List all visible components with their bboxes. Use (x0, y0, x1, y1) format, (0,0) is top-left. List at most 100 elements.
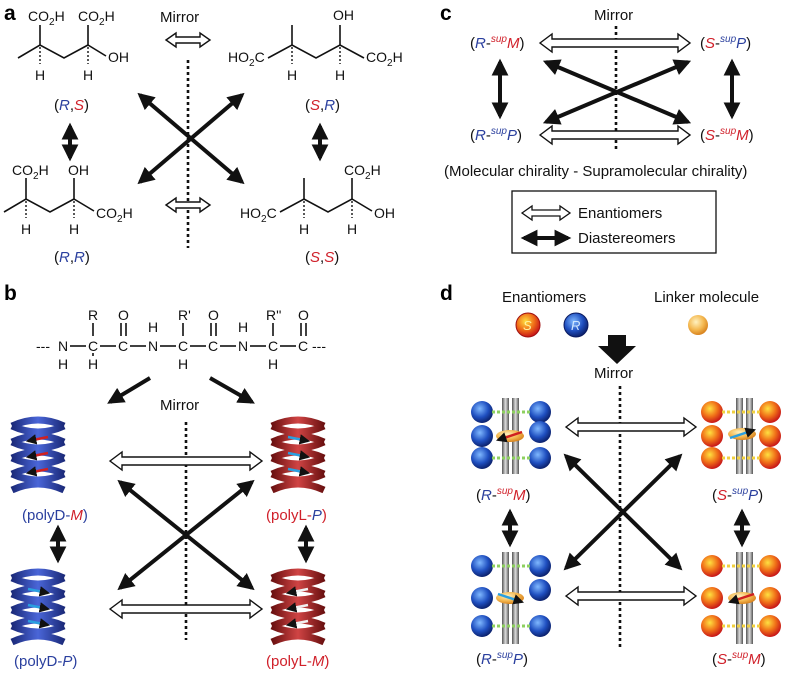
svg-text:C: C (268, 338, 278, 354)
enantiomer-arrow-b-bottom (108, 598, 264, 620)
label-c-RP: (R-supP) (470, 126, 522, 144)
svg-text:CO2H: CO2H (12, 162, 49, 182)
legend-ball-S: S (515, 312, 541, 338)
assembly-R-P (471, 552, 551, 644)
svg-text:H: H (299, 221, 309, 237)
label-c-SM: (S-supM) (700, 126, 754, 144)
linker-header-d: Linker molecule (654, 289, 759, 306)
label-d-RM: (R-supM) (476, 486, 530, 504)
enantiomer-arrow-c-bottom (538, 124, 692, 146)
label-c-SP: (S-supP) (700, 34, 751, 52)
legend-ball-R: R (563, 312, 589, 338)
diastereomer-arrow-c-2 (542, 59, 692, 125)
arrow-backbone-left (107, 376, 152, 404)
svg-text:O: O (298, 307, 309, 323)
enantiomer-arrow-d-top (564, 416, 698, 438)
svg-text:O: O (208, 307, 219, 323)
svg-text:H: H (88, 356, 98, 372)
molecule-RR: CO2H OH CO2H H H (3, 162, 133, 237)
diastereomer-arrow-a-2 (137, 92, 245, 185)
svg-text:CO2H: CO2H (366, 49, 403, 69)
svg-text:HO2C: HO2C (240, 205, 277, 225)
svg-text:OH: OH (374, 205, 395, 221)
svg-text:O: O (118, 307, 129, 323)
svg-text:OH: OH (68, 162, 89, 178)
label-RS: (R,S) (54, 97, 89, 114)
svg-text:CO2H: CO2H (96, 205, 133, 225)
molecule-SR: OH HO2C CO2H H H (228, 7, 403, 83)
assembly-S-M (701, 552, 781, 644)
panel-label-d: d (440, 282, 453, 305)
legend-diastereomers-label: Diastereomers (578, 230, 676, 247)
label-d-SM: (S-supM) (712, 650, 766, 668)
svg-text:C: C (208, 338, 218, 354)
svg-text:S: S (523, 318, 532, 333)
diastereomer-arrow-d-2 (563, 453, 683, 571)
down-arrow-d (598, 335, 636, 364)
panel-c: Mirror (R-supM) (S-supP) (R-supP) (S-sup… (444, 7, 754, 254)
enantiomer-arrow-b-top (108, 450, 264, 472)
svg-text:H: H (335, 67, 345, 83)
mirror-label-a: Mirror (160, 9, 199, 26)
mirror-label-c: Mirror (594, 7, 633, 24)
arrow-backbone-right (209, 376, 255, 404)
helix-polyL-M (270, 568, 326, 646)
legend-linker-ball (688, 315, 708, 335)
svg-text:H: H (58, 356, 68, 372)
svg-text:CO2H: CO2H (28, 8, 65, 28)
helix-polyD-M (10, 416, 66, 494)
svg-text:R': R' (178, 307, 191, 323)
panel-label-b: b (4, 282, 17, 305)
label-SR: (S,R) (305, 97, 340, 114)
svg-text:OH: OH (108, 49, 129, 65)
svg-text:H: H (148, 319, 158, 335)
enantiomer-arrow-a-bottom (164, 196, 212, 214)
svg-text:N: N (148, 338, 158, 354)
label-RR: (R,R) (54, 249, 90, 266)
panel-b: --- N H C R H C O N H C R' H C O (10, 307, 329, 670)
panel-a: Mirror CO2H CO2H OH H H (R,S) (3, 7, 403, 266)
svg-text:H: H (35, 67, 45, 83)
svg-text:N: N (58, 338, 68, 354)
assembly-S-P (701, 398, 781, 474)
label-c-RM: (R-supM) (470, 34, 524, 52)
legend-enantiomer-arrow (520, 204, 572, 222)
svg-text:R'': R'' (266, 307, 281, 323)
panel-d: Enantiomers Linker molecule S R Mirror (471, 289, 781, 668)
peptide-backbone: --- N H C R H C O N H C R' H C O (36, 307, 326, 372)
panel-label-c: c (440, 2, 452, 25)
svg-text:C: C (298, 338, 308, 354)
svg-text:C: C (118, 338, 128, 354)
enantiomer-arrow-d-bottom (564, 585, 698, 607)
svg-text:H: H (69, 221, 79, 237)
svg-text:H: H (287, 67, 297, 83)
enantiomer-arrow-a-top (164, 31, 212, 49)
svg-text:C: C (88, 338, 98, 354)
svg-text:H: H (178, 356, 188, 372)
label-polyL-P: (polyL-P) (266, 507, 327, 524)
label-d-RP: (R-supP) (476, 650, 528, 668)
diastereomer-arrow-b-2 (117, 479, 255, 591)
mirror-label-b: Mirror (160, 397, 199, 414)
label-d-SP: (S-supP) (712, 486, 763, 504)
label-SS: (S,S) (305, 249, 339, 266)
molecule-SS: CO2H HO2C OH H H (240, 162, 395, 237)
svg-text:CO2H: CO2H (344, 162, 381, 182)
caption-c: (Molecular chirality - Supramolecular ch… (444, 163, 747, 180)
svg-text:---: --- (312, 338, 326, 354)
svg-text:C: C (178, 338, 188, 354)
svg-text:R: R (88, 307, 98, 323)
label-polyD-P: (polyD-P) (14, 653, 77, 670)
molecule-RS: CO2H CO2H OH H H (17, 8, 129, 83)
svg-text:H: H (83, 67, 93, 83)
helix-polyD-P (10, 568, 66, 646)
svg-text:H: H (268, 356, 278, 372)
legend-c: Enantiomers Diastereomers (511, 190, 717, 254)
svg-text:---: --- (36, 338, 50, 354)
panel-label-a: a (4, 2, 16, 25)
svg-text:H: H (347, 221, 357, 237)
enantiomers-header-d: Enantiomers (502, 289, 586, 306)
svg-text:H: H (21, 221, 31, 237)
svg-text:OH: OH (333, 7, 354, 23)
